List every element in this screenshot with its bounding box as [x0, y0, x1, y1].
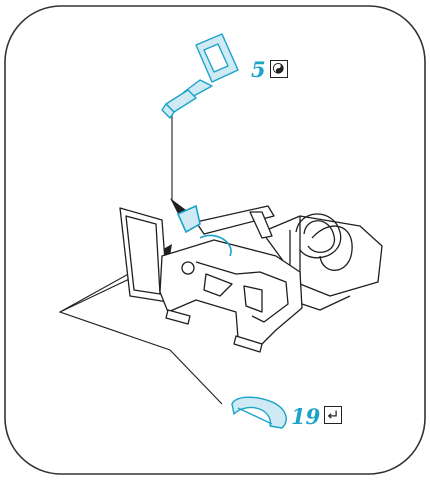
callout-number-5: 5 — [251, 59, 266, 80]
callout-number-19: 19 — [291, 406, 320, 427]
return-arrow-icon — [324, 406, 342, 424]
yin-yang-icon — [270, 60, 288, 78]
